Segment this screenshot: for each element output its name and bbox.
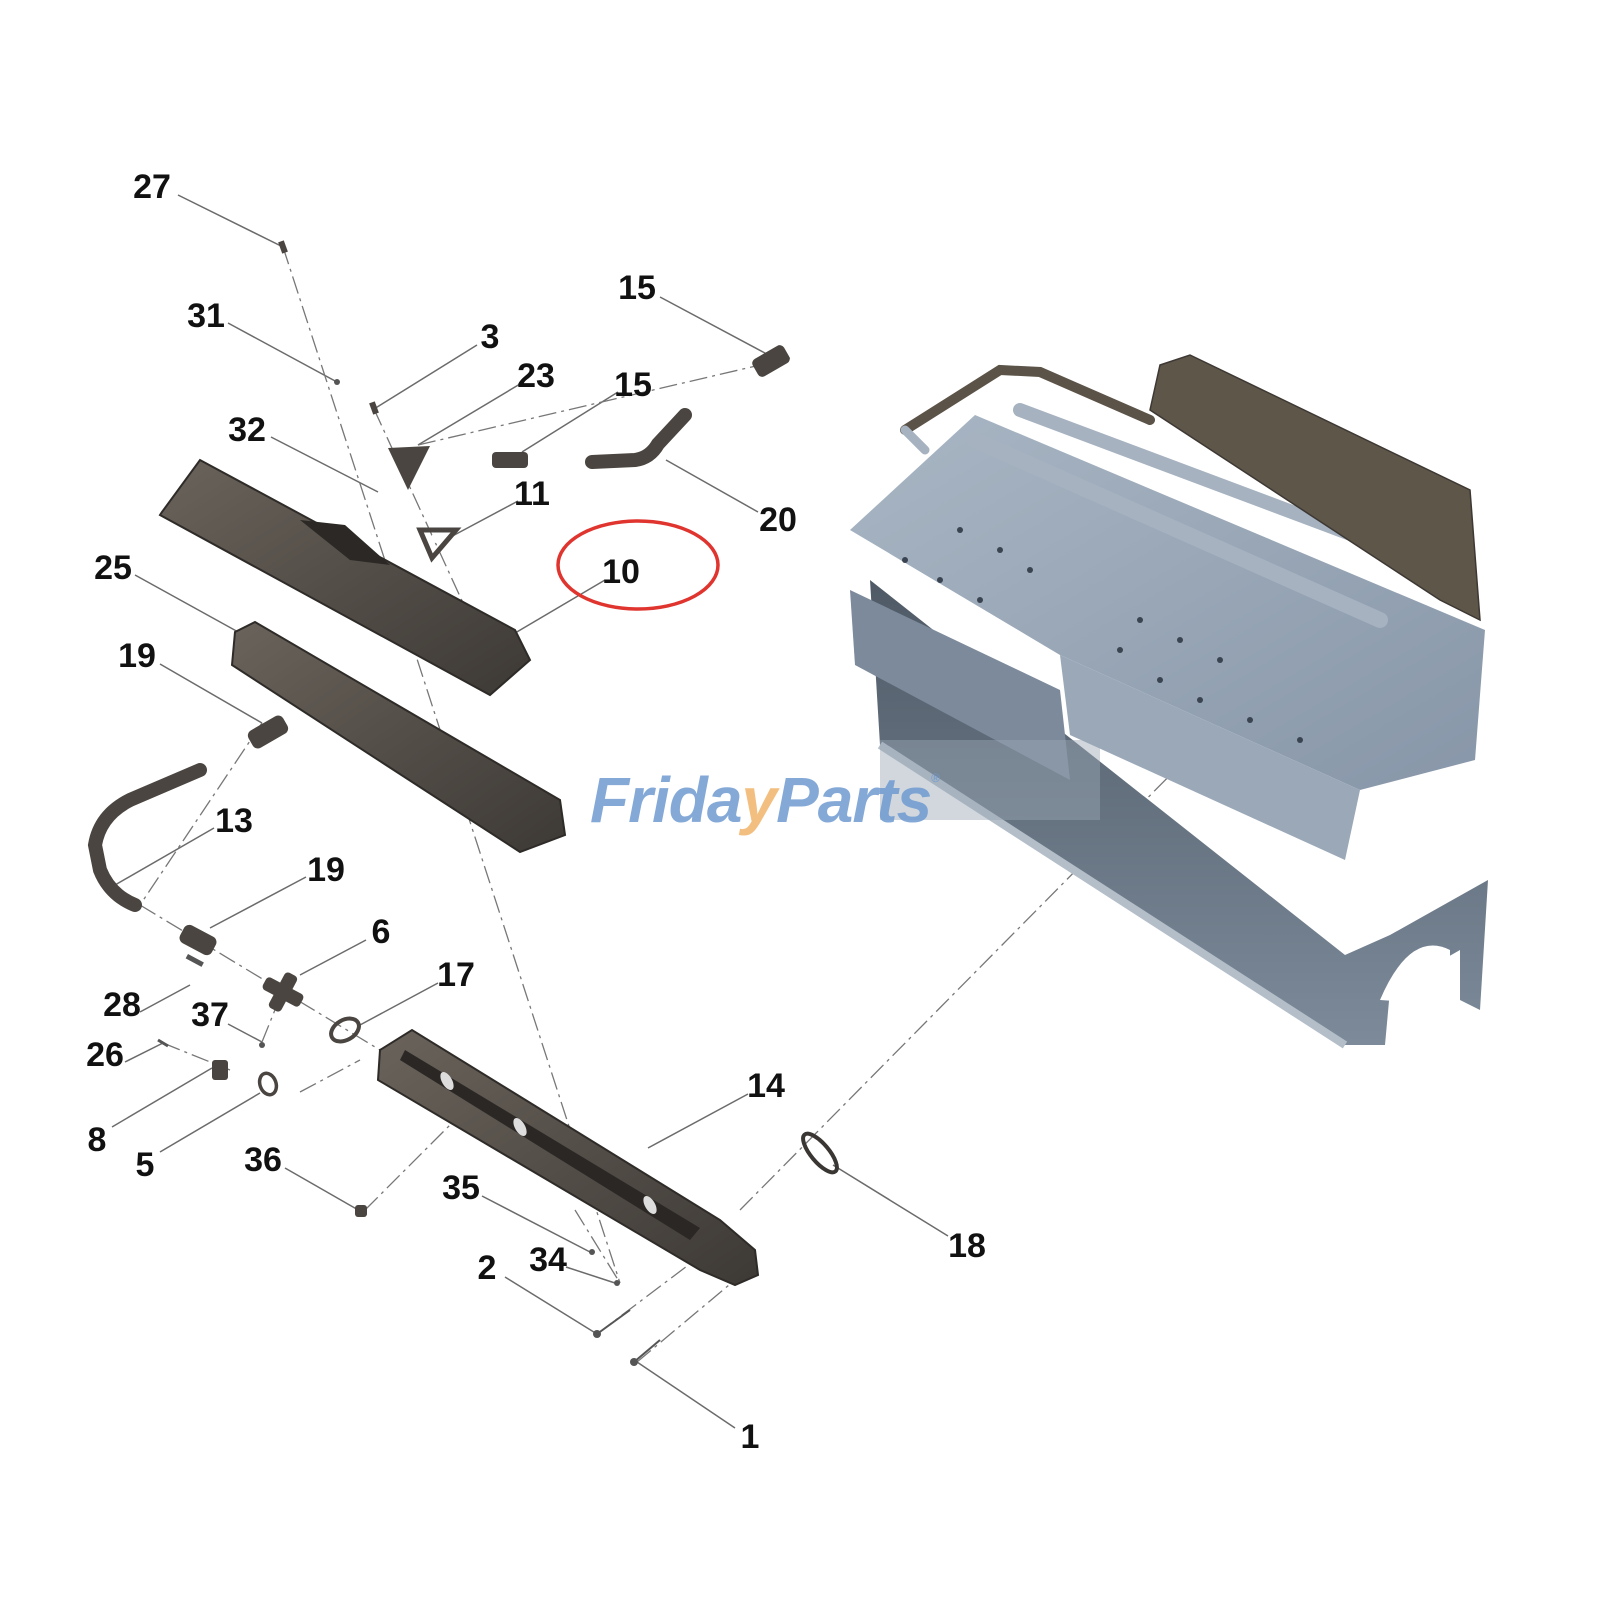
registered-mark: ®: [931, 771, 940, 785]
callout-36: 36: [244, 1141, 282, 1179]
callout-37: 37: [191, 996, 229, 1034]
part-5-gasket: [257, 1071, 279, 1097]
callout-13: 13: [215, 802, 253, 840]
part-2-bolt: [593, 1309, 631, 1338]
watermark-text-left: Frida: [590, 764, 742, 836]
part-23-elbow: [388, 446, 430, 490]
callout-11: 11: [514, 475, 550, 513]
callout-17: 17: [437, 956, 475, 994]
part-17-gasket: [329, 1016, 361, 1044]
watermark-band: [880, 740, 1100, 820]
part-36-plug: [355, 1205, 367, 1217]
callout-34: 34: [529, 1241, 567, 1279]
part-35-bolt: [589, 1249, 595, 1255]
part-14-manifold: [376, 1028, 760, 1287]
part-20-bent-tube: [585, 408, 692, 469]
callout-28: 28: [103, 986, 141, 1024]
part-27-dowel: [278, 240, 288, 254]
callout-8: 8: [87, 1121, 107, 1159]
callout-32: 32: [228, 411, 266, 449]
callout-10: 10: [602, 553, 640, 591]
part-19-hose-upper: [247, 715, 289, 749]
callout-3: 3: [480, 318, 500, 356]
watermark-check-icon: y: [741, 764, 777, 836]
callout-19: 19: [118, 637, 156, 675]
part-26-pin: [157, 1038, 169, 1048]
part-34-bolt: [614, 1280, 620, 1286]
callout-14: 14: [747, 1067, 785, 1105]
callout-6: 6: [371, 913, 391, 951]
fridayparts-watermark: FridayParts®: [590, 768, 940, 832]
callout-35: 35: [442, 1169, 480, 1207]
part-3-pin: [369, 401, 379, 415]
callout-23: 23: [517, 357, 555, 395]
part-37-plug: [259, 1042, 265, 1048]
part-18-seal-ring: [801, 1131, 839, 1175]
part-25-aftercooler-core: [230, 620, 567, 854]
callout-2: 2: [477, 1249, 497, 1287]
watermark-text-right: Parts: [776, 764, 932, 836]
callout-27: 27: [133, 168, 171, 206]
part-1-bolt: [630, 1339, 661, 1366]
callout-20: 20: [759, 501, 797, 539]
callout-19: 19: [307, 851, 345, 889]
callout-25: 25: [94, 549, 132, 587]
callout-5: 5: [135, 1146, 155, 1184]
callout-26: 26: [86, 1036, 124, 1074]
part-13-u-tube: [87, 763, 207, 912]
callout-31: 31: [187, 297, 225, 335]
part-32-valve-cover: [158, 458, 532, 697]
part-8-fitting: [212, 1060, 228, 1080]
part-6-cross-fitting: [262, 972, 304, 1012]
part-11-gasket: [416, 527, 462, 563]
callout-1: 1: [740, 1418, 760, 1456]
part-31-dowel: [334, 379, 340, 385]
engine-block: [850, 354, 1488, 1049]
part-28-pin: [185, 954, 204, 967]
part-15-hose-lower: [492, 452, 528, 468]
part-19-hose-lower: [179, 924, 217, 956]
callout-15: 15: [618, 269, 656, 307]
callout-15: 15: [614, 366, 652, 404]
highlight-ellipse: [556, 519, 720, 611]
part-15-hose-upper: [752, 345, 790, 377]
callout-18: 18: [948, 1227, 986, 1265]
